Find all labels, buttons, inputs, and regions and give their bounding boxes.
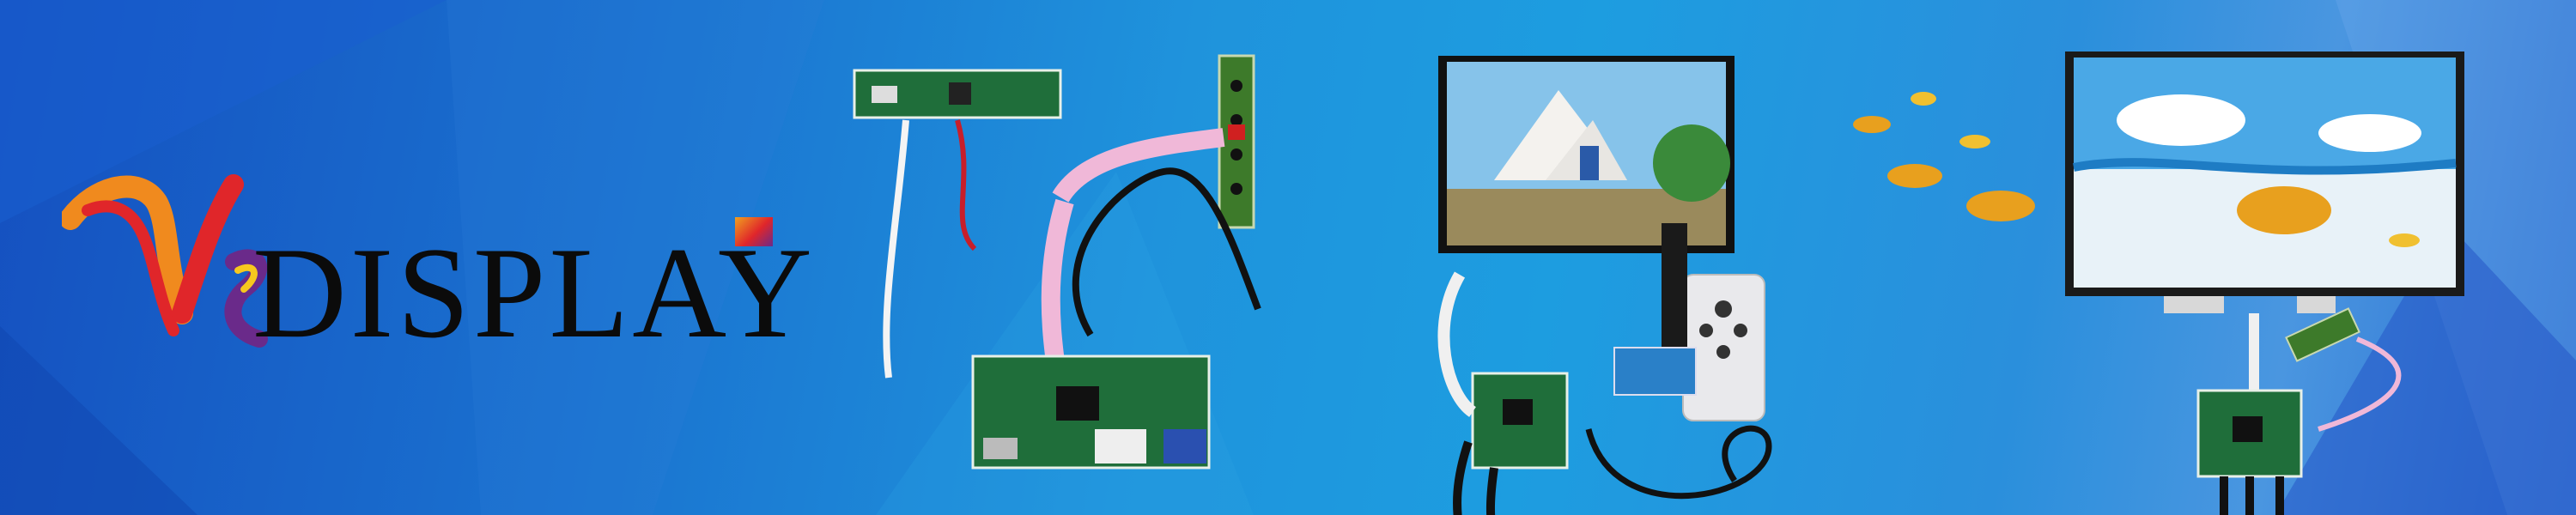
lcd-controller-board-kit-1 xyxy=(853,54,1261,470)
touch-controller-board xyxy=(1613,347,1697,396)
fish-icon xyxy=(2237,186,2331,234)
wide-lcd-panel-kit xyxy=(1853,52,2464,515)
brand-logo[interactable]: DISPLAY xyxy=(62,167,812,365)
brand-name: DISPLAY xyxy=(252,221,816,365)
vs-monogram-icon xyxy=(62,174,268,348)
logo-square-accent xyxy=(735,217,773,246)
touch-screen-kit xyxy=(1437,56,1772,515)
button-board-small xyxy=(2285,307,2360,362)
